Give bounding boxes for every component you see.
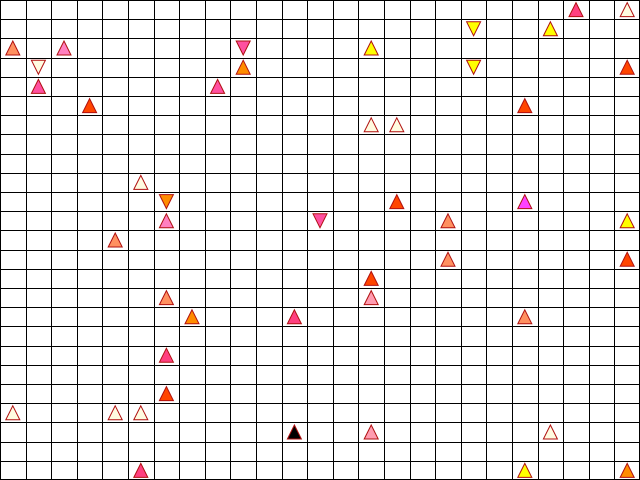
- triangle-down-icon[interactable]: [465, 21, 482, 37]
- triangle-up-icon[interactable]: [209, 78, 226, 94]
- triangle-down-icon[interactable]: [235, 40, 252, 57]
- triangle-up-icon[interactable]: [363, 289, 380, 306]
- triangle-up-icon[interactable]: [4, 39, 21, 56]
- triangle-up-icon[interactable]: [81, 97, 98, 114]
- triangle-up-icon[interactable]: [388, 116, 405, 133]
- triangle-down-icon[interactable]: [465, 59, 482, 76]
- triangle-up-icon[interactable]: [286, 308, 303, 325]
- triangle-up-icon[interactable]: [363, 39, 380, 56]
- triangle-up-icon[interactable]: [132, 462, 149, 478]
- triangle-up-icon[interactable]: [568, 1, 584, 18]
- triangle-up-icon[interactable]: [516, 193, 533, 210]
- triangle-up-icon[interactable]: [619, 212, 636, 229]
- triangle-up-icon[interactable]: [363, 423, 380, 440]
- triangle-up-icon[interactable]: [107, 404, 124, 421]
- triangle-up-icon[interactable]: [440, 212, 456, 229]
- triangle-down-icon[interactable]: [312, 213, 328, 229]
- triangle-up-icon[interactable]: [619, 462, 636, 478]
- triangle-up-icon[interactable]: [388, 193, 405, 210]
- triangle-down-icon[interactable]: [158, 194, 175, 210]
- triangle-up-icon[interactable]: [516, 97, 533, 114]
- triangle-up-icon[interactable]: [363, 270, 380, 286]
- triangle-up-icon[interactable]: [619, 1, 636, 18]
- triangle-up-icon[interactable]: [542, 20, 559, 37]
- triangle-up-icon[interactable]: [619, 59, 636, 75]
- triangle-up-icon[interactable]: [158, 347, 175, 363]
- triangle-up-icon[interactable]: [235, 59, 252, 75]
- triangle-up-icon[interactable]: [619, 251, 636, 267]
- triangle-up-icon[interactable]: [132, 404, 149, 421]
- triangle-up-icon[interactable]: [107, 231, 124, 248]
- triangle-up-icon[interactable]: [516, 462, 533, 478]
- triangle-up-icon[interactable]: [363, 116, 380, 133]
- triangle-up-icon[interactable]: [56, 39, 72, 56]
- triangle-up-icon[interactable]: [158, 289, 175, 306]
- triangle-up-icon[interactable]: [158, 385, 175, 402]
- triangle-up-icon[interactable]: [30, 78, 47, 94]
- triangle-up-icon[interactable]: [132, 174, 149, 190]
- triangle-up-icon[interactable]: [542, 423, 559, 440]
- triangle-up-icon[interactable]: [4, 404, 21, 421]
- triangle-up-icon[interactable]: [440, 251, 456, 267]
- triangle-up-icon[interactable]: [286, 423, 303, 440]
- triangle-down-icon[interactable]: [30, 59, 47, 76]
- triangle-up-icon[interactable]: [184, 308, 200, 325]
- triangle-up-icon[interactable]: [158, 212, 175, 229]
- pieces-layer: [4, 1, 636, 478]
- triangle-up-icon[interactable]: [516, 308, 533, 325]
